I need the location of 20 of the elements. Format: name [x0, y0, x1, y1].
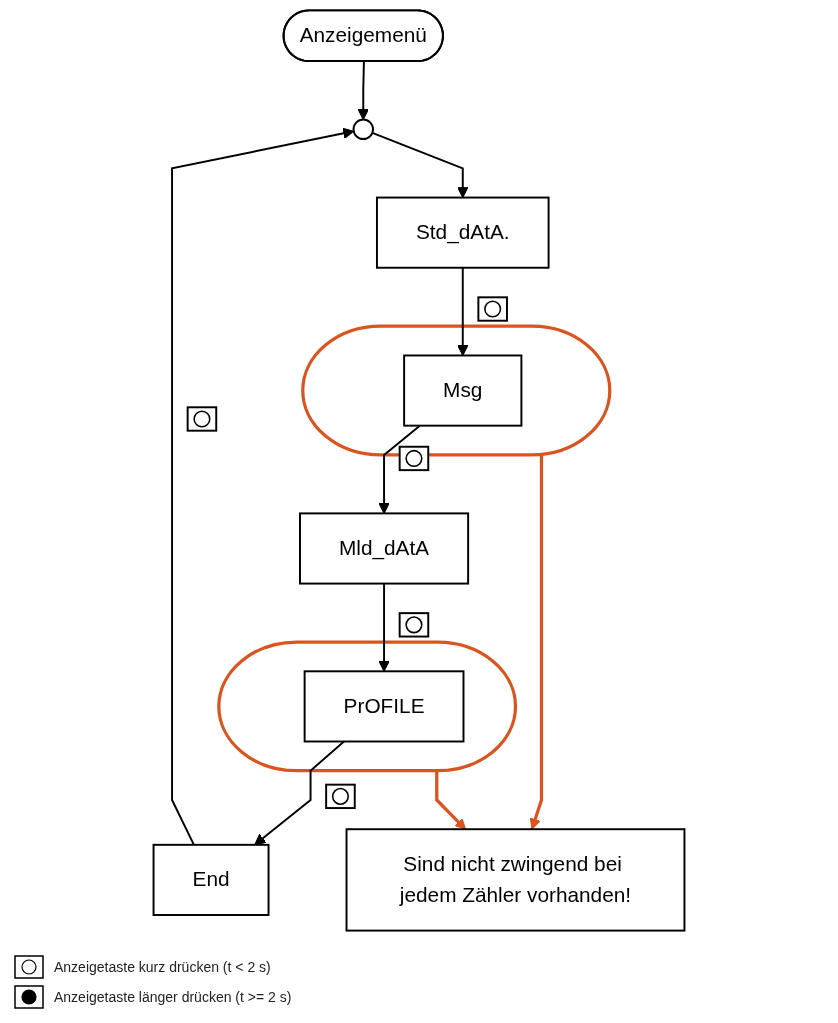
arrow — [378, 424, 421, 514]
arrow — [529, 454, 544, 830]
node-box: PrOFILE — [303, 670, 465, 743]
arrow — [457, 266, 469, 356]
cluster — [301, 324, 612, 457]
cluster — [217, 640, 518, 773]
node-box: End — [152, 843, 270, 916]
node-box: Sind nicht zwingend bei jedem Zähler vorhanden! — [345, 828, 686, 932]
arrow — [371, 131, 469, 199]
legend-text: Anzeigetaste kurz drücken (t < 2 s) — [54, 959, 271, 975]
arrow — [378, 582, 390, 672]
arrow — [254, 740, 345, 846]
node-box: Mld_dAtA — [299, 512, 470, 585]
node-circle — [352, 118, 374, 141]
legend-text: Anzeigetaste länger drücken (t >= 2 s) — [54, 989, 292, 1005]
arrow — [435, 770, 467, 830]
node-box: Std_dAtA. — [376, 196, 550, 269]
arrow — [357, 60, 369, 121]
node-box: Msg — [403, 354, 523, 427]
arrow — [171, 127, 355, 846]
